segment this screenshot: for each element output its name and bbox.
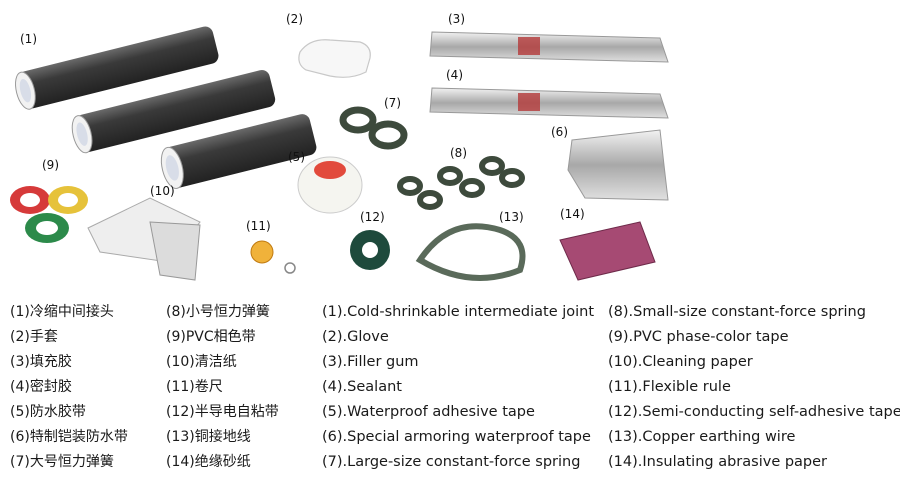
legend-item: (14).Insulating abrasive paper <box>608 454 828 470</box>
legend-item: (6).Special armoring waterproof tape <box>322 429 591 445</box>
legend-item: (13)铜接地线 <box>166 429 251 445</box>
abrasive-paper-image <box>559 221 656 281</box>
marker-8: (8) <box>450 146 467 160</box>
legend-item: (7).Large-size constant-force spring <box>322 454 581 470</box>
small-springs-image <box>397 156 525 210</box>
armoring-tape-pack <box>567 129 669 201</box>
pvc-tapes-image <box>10 186 88 243</box>
legend-item: (11).Flexible rule <box>608 379 731 395</box>
filler-gum-pack <box>429 31 669 63</box>
legend-item: (3)填充胶 <box>10 354 72 370</box>
marker-4: (4) <box>446 68 463 82</box>
legend-item: (7)大号恒力弹簧 <box>10 454 114 470</box>
legend-item: (9)PVC相色带 <box>166 329 256 345</box>
legend-cn-right: (8)小号恒力弹簧 (9)PVC相色带 (10)清洁纸 (11)卷尺 (12)半… <box>166 300 279 475</box>
legend-item: (13).Copper earthing wire <box>608 429 796 445</box>
cleaning-paper-image <box>87 197 201 281</box>
legend-item: (11)卷尺 <box>166 379 223 395</box>
legend-item: (2).Glove <box>322 329 389 345</box>
marker-5: (5) <box>288 150 305 164</box>
copper-wire-image <box>415 223 526 281</box>
legend-item: (4).Sealant <box>322 379 402 395</box>
marker-7: (7) <box>384 96 401 110</box>
glove-image <box>298 39 371 78</box>
marker-9: (9) <box>42 158 59 172</box>
cold-shrink-tube-2 <box>71 70 276 154</box>
legend-item: (9).PVC phase-color tape <box>608 329 789 345</box>
legend-item: (1)冷缩中间接头 <box>10 304 114 320</box>
legend-item: (10)清洁纸 <box>166 354 237 370</box>
cold-shrink-tube-3 <box>160 114 317 189</box>
legend-item: (8)小号恒力弹簧 <box>166 304 270 320</box>
legend-en-right: (8).Small-size constant-force spring (9)… <box>608 300 900 475</box>
legend-item: (5).Waterproof adhesive tape <box>322 404 535 420</box>
marker-14: (14) <box>560 207 585 221</box>
marker-3: (3) <box>448 12 465 26</box>
legend-item: (4)密封胶 <box>10 379 72 395</box>
marker-2: (2) <box>286 12 303 26</box>
legend-item: (12).Semi-conducting self-adhesive tape <box>608 404 900 420</box>
legend-item: (6)特制铠装防水带 <box>10 429 128 445</box>
marker-1: (1) <box>20 32 37 46</box>
product-illustration <box>10 26 669 281</box>
legend-item: (12)半导电自粘带 <box>166 404 279 420</box>
marker-11: (11) <box>246 219 271 233</box>
legend-item: (14)绝缘砂纸 <box>166 454 251 470</box>
legend-item: (1).Cold-shrinkable intermediate joint <box>322 304 595 320</box>
legend-item: (10).Cleaning paper <box>608 354 753 370</box>
legend-item: (5)防水胶带 <box>10 404 86 420</box>
marker-12: (12) <box>360 210 385 224</box>
parts-legend: (1)冷缩中间接头 (2)手套 (3)填充胶 (4)密封胶 (5)防水胶带 (6… <box>0 300 900 482</box>
legend-cn-left: (1)冷缩中间接头 (2)手套 (3)填充胶 (4)密封胶 (5)防水胶带 (6… <box>10 300 128 475</box>
marker-10: (10) <box>150 184 175 198</box>
legend-item: (2)手套 <box>10 329 58 345</box>
marker-6: (6) <box>551 125 568 139</box>
large-springs-image <box>339 106 408 150</box>
waterproof-tape-image <box>297 156 363 214</box>
product-photo: (1) (2) (3) (4) (5) (6) (7) (8) (9) (10)… <box>10 12 669 281</box>
legend-item: (3).Filler gum <box>322 354 419 370</box>
legend-en-left: (1).Cold-shrinkable intermediate joint (… <box>322 300 594 475</box>
marker-13: (13) <box>499 210 524 224</box>
sealant-pack <box>429 87 669 119</box>
cold-shrink-tube-1 <box>15 26 219 110</box>
flexible-rule-image <box>250 240 296 274</box>
semi-conducting-tape-image <box>350 230 390 270</box>
legend-item: (8).Small-size constant-force spring <box>608 304 866 320</box>
